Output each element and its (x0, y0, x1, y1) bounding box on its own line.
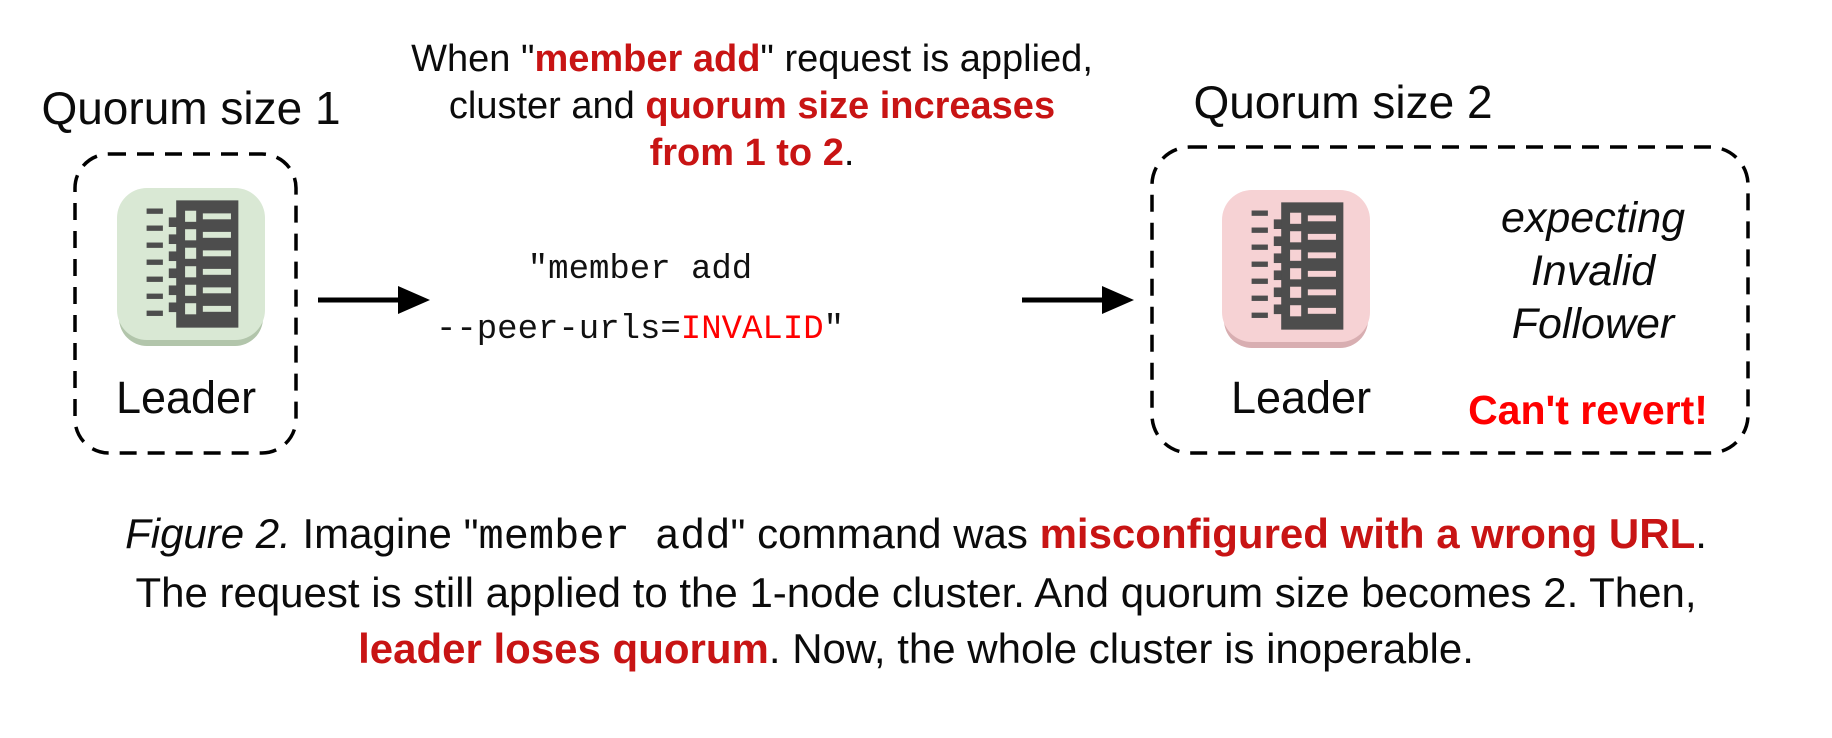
expecting-follower-note: expecting Invalid Follower (1500, 194, 1686, 348)
ledger-icon (1251, 202, 1344, 330)
figure-number: Figure 2. (125, 510, 291, 557)
leader-label-1: Leader (115, 372, 257, 423)
leader-label-2: Leader (1230, 372, 1372, 423)
ledger-icon (146, 200, 239, 328)
note-line-3: from 1 to 2. (649, 132, 855, 174)
quorum-1-label: Quorum size 1 (41, 82, 341, 134)
quorum-2-label: Quorum size 2 (1193, 76, 1493, 128)
note-line-1: When "member add" request is applied, (411, 38, 1093, 80)
cluster-2-boundary (1150, 145, 1750, 455)
cluster-1-boundary (73, 152, 298, 455)
leader-node-1 (117, 188, 265, 340)
command-line-2: --peer-urls=INVALID" (435, 311, 845, 349)
figure-caption: Figure 2. Imagine "member add" command w… (0, 506, 1832, 677)
note-line-2: cluster and quorum size increases (448, 85, 1056, 127)
member-add-note: When "member add" request is applied, cl… (411, 36, 1093, 177)
command-line-1: "member add (527, 251, 753, 289)
arrow-right-icon (318, 286, 430, 314)
leader-node-2 (1222, 190, 1370, 342)
member-add-command: "member add --peer-urls=INVALID" (436, 240, 844, 360)
caption-line-1: Figure 2. Imagine "member add" command w… (125, 510, 1707, 561)
arrow-right-icon (1022, 286, 1134, 314)
cant-revert-warning: Can't revert! (1468, 387, 1708, 433)
caption-line-2: The request is still applied to the 1-no… (135, 569, 1697, 616)
caption-line-3: leader loses quorum. Now, the whole clus… (358, 625, 1474, 672)
